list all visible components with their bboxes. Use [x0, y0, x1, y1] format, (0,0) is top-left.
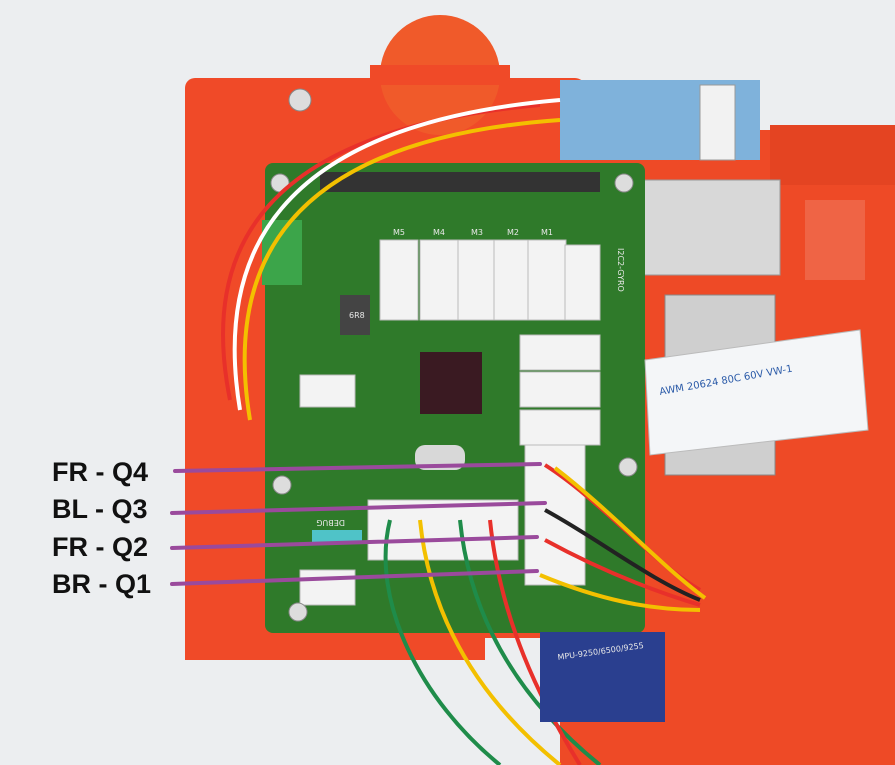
label-fr-q4: FR - Q4: [52, 457, 148, 487]
ribbon-cable: AWM 20624 80C 60V VW-1: [644, 329, 869, 456]
annotation-labels: FR - Q4 BL - Q3 FR - Q2 BR - Q1: [52, 457, 151, 599]
label-bl-q3: BL - Q3: [52, 494, 148, 524]
motor-label-m4: M4: [433, 228, 445, 237]
imu-module: MPU-9250/6500/9255: [540, 632, 665, 722]
annotation-line-fr-q4: [173, 462, 542, 473]
wire-bundle: [221, 98, 707, 765]
inductor-label: 6R8: [349, 311, 365, 320]
gyro-header-label: I2C2-GYRO: [616, 248, 625, 292]
debug-label: DEBUG: [316, 518, 345, 527]
motor-label-m5: M5: [393, 228, 405, 237]
motor-label-m3: M3: [471, 228, 483, 237]
motor-label-m1: M1: [541, 228, 553, 237]
motor-label-m2: M2: [507, 228, 519, 237]
annotation-lines: [170, 462, 547, 586]
annotation-line-br-q1: [170, 569, 539, 586]
annotation-line-fr-q2: [170, 535, 539, 550]
pcb: 6R8 M5 M4 M3 M2 M1 I2C2-GYRO DEBUG: [262, 88, 645, 633]
label-fr-q2: FR - Q2: [52, 532, 148, 562]
label-br-q1: BR - Q1: [52, 569, 151, 599]
annotation-line-bl-q3: [170, 501, 547, 515]
